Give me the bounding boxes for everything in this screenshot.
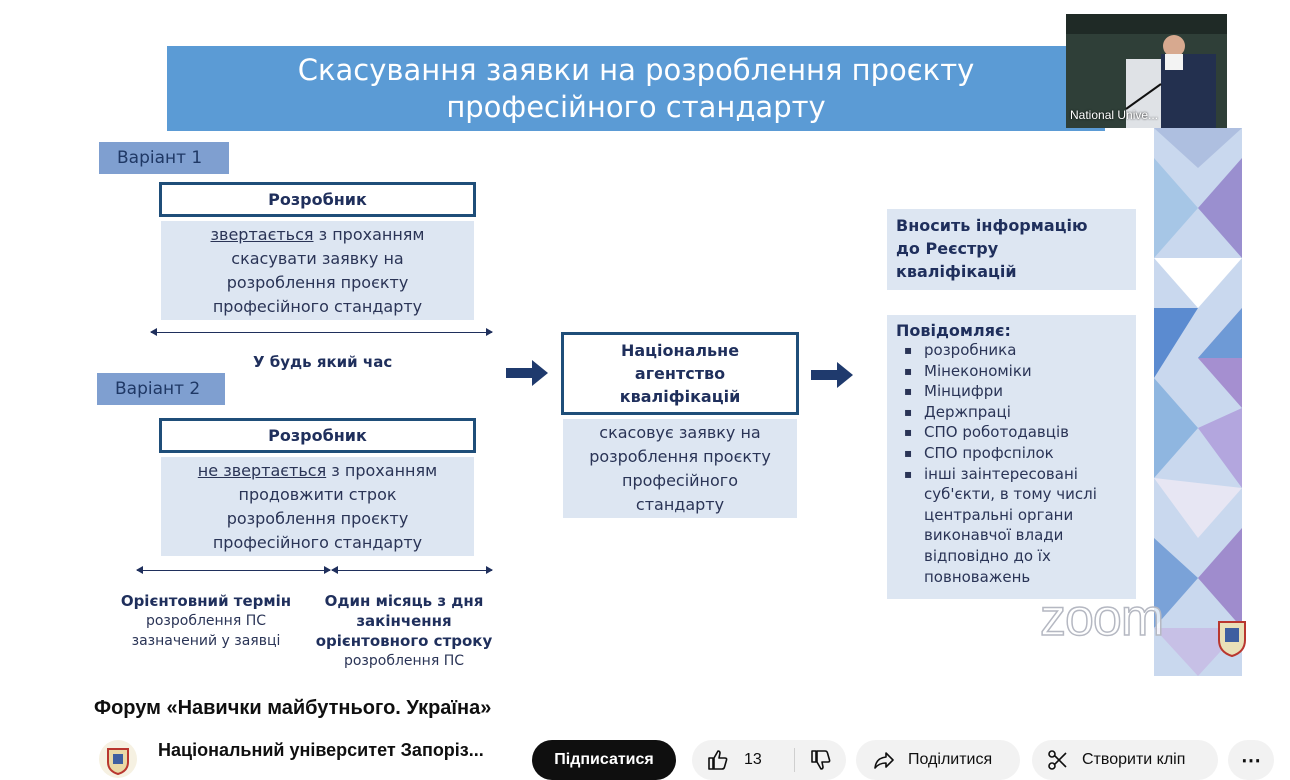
arrow-right-icon xyxy=(811,362,853,388)
arrow-right-icon xyxy=(506,360,548,386)
video-player[interactable]: Скасування заявки на розроблення проєкту… xyxy=(0,0,1290,690)
agency-title-line1: Національне xyxy=(620,341,740,360)
anytime-double-arrow xyxy=(150,328,493,336)
like-icon xyxy=(708,750,728,770)
slide-title-line2: професійного стандарту xyxy=(446,89,826,124)
slide-title: Скасування заявки на розроблення проєкту… xyxy=(167,46,1105,131)
term2-bold1: Один місяць з дня xyxy=(324,592,484,610)
notify-item-cont: відповідно до їх xyxy=(924,546,1051,565)
variant2-developer-body: не звертається з проханням продовжити ст… xyxy=(161,457,474,556)
webcam-feed: National Unive... xyxy=(1066,14,1227,128)
variant2-underlined: не звертається xyxy=(197,461,327,480)
term1-line3: зазначений у заявці xyxy=(131,633,281,649)
like-count: 13 xyxy=(744,751,762,768)
video-title: Форум «Навички майбутнього. Україна» xyxy=(94,697,492,719)
notify-item: інші заінтересовані xyxy=(896,464,1136,485)
notify-item-cont: центральні органи xyxy=(924,505,1074,524)
term2-bold3: орієнтовного строку xyxy=(315,632,493,650)
term1-label: Орієнтовний термін розроблення ПС зазнач… xyxy=(110,591,302,651)
registry-line1: Вносить інформацію xyxy=(896,216,1088,235)
scissors-icon xyxy=(1048,750,1067,770)
variant1-underlined: звертається xyxy=(210,225,314,244)
agency-title: Національне агентство кваліфікацій xyxy=(561,332,799,415)
variant1-line1-rest: з проханням xyxy=(313,225,425,244)
slide-title-line1: Скасування заявки на розроблення проєкту xyxy=(297,52,975,87)
registry-line2: до Реєстру xyxy=(896,239,999,258)
channel-name[interactable]: Національний університет Запоріз... xyxy=(158,740,484,760)
variant1-developer-title: Розробник xyxy=(159,182,476,217)
like-divider xyxy=(794,748,795,772)
variant2-line3: розроблення проєкту xyxy=(226,509,409,528)
term1-bold: Орієнтовний термін xyxy=(120,592,292,610)
subscribe-button[interactable]: Підписатися xyxy=(532,740,676,780)
notify-item: Мінцифри xyxy=(896,381,1136,402)
share-icon xyxy=(874,752,894,769)
variant1-developer-body: звертається з проханням скасувати заявку… xyxy=(161,221,474,320)
agency-title-line2: агентство xyxy=(634,364,726,383)
channel-avatar[interactable] xyxy=(99,740,137,778)
term1-line2: розроблення ПС xyxy=(145,613,267,629)
notify-heading: Повідомляє: xyxy=(896,321,1011,340)
notify-panel: Повідомляє: розробника Мінекономіки Мінц… xyxy=(887,315,1136,599)
dislike-icon xyxy=(810,750,830,770)
agency-line1: скасовує заявку на xyxy=(599,423,761,442)
agency-line2: розроблення проєкту xyxy=(589,447,771,466)
term2-line4: розроблення ПС xyxy=(343,653,465,669)
zoom-watermark: zoom xyxy=(1039,588,1165,648)
speaker-image xyxy=(1066,14,1227,128)
notify-item: Мінекономіки xyxy=(896,361,1136,382)
term1-double-arrow xyxy=(136,566,331,574)
variant2-line4: професійного стандарту xyxy=(212,533,423,552)
notify-item-cont: виконавчої влади xyxy=(924,526,1064,545)
notify-item: Держпраці xyxy=(896,402,1136,423)
dislike-button[interactable] xyxy=(795,740,846,780)
variant1-line2: скасувати заявку на xyxy=(231,249,404,268)
decorative-triangles xyxy=(1154,128,1242,676)
agency-line3: професійного xyxy=(621,471,738,490)
notify-item: розробника xyxy=(896,340,1136,361)
like-dislike-group: 13 xyxy=(692,740,846,780)
clip-label: Створити кліп xyxy=(1082,751,1186,768)
clip-button[interactable]: Створити кліп xyxy=(1032,740,1218,780)
variant1-tag: Варіант 1 xyxy=(99,142,229,174)
share-button[interactable]: Поділитися xyxy=(856,740,1020,780)
university-crest-icon xyxy=(1218,621,1246,658)
share-label: Поділитися xyxy=(908,751,993,768)
agency-line4: стандарту xyxy=(635,495,725,514)
term2-bold2: закінчення xyxy=(356,612,452,630)
notify-item: СПО профспілок xyxy=(896,443,1136,464)
variant1-line4: професійного стандарту xyxy=(212,297,423,316)
anytime-label: У будь який час xyxy=(253,353,393,371)
like-button[interactable]: 13 xyxy=(692,740,794,780)
variant2-tag: Варіант 2 xyxy=(97,373,225,405)
webcam-label: National Unive... xyxy=(1070,108,1159,122)
more-icon: ⋯ xyxy=(1241,749,1261,772)
variant2-line1-rest: з проханням xyxy=(326,461,438,480)
term2-label: Один місяць з дня закінчення орієнтовног… xyxy=(306,591,502,671)
term2-double-arrow xyxy=(331,566,493,574)
notify-item: СПО роботодавців xyxy=(896,422,1136,443)
registry-panel: Вносить інформацію до Реєстру кваліфікац… xyxy=(887,209,1136,290)
agency-body: скасовує заявку на розроблення проєкту п… xyxy=(563,419,797,518)
notify-item-cont: повноважень xyxy=(924,567,1031,586)
agency-title-line3: кваліфікацій xyxy=(619,387,741,406)
variant2-line2: продовжити строк xyxy=(238,485,397,504)
notify-item-cont: суб'єкти, в тому числі xyxy=(924,485,1097,504)
notify-list: розробника Мінекономіки Мінцифри Держпра… xyxy=(896,340,1136,587)
registry-line3: кваліфікацій xyxy=(896,262,1017,281)
variant1-line3: розроблення проєкту xyxy=(226,273,409,292)
variant2-developer-title: Розробник xyxy=(159,418,476,453)
more-button[interactable]: ⋯ xyxy=(1228,740,1274,780)
